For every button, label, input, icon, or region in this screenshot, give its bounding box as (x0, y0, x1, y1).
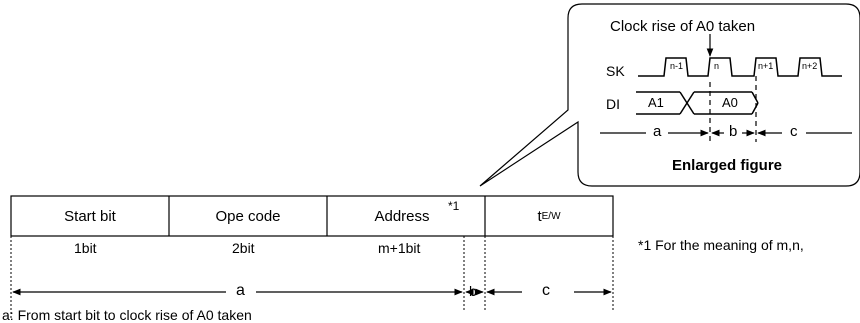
sk-signal-label: SK (606, 63, 625, 79)
field-ope-code-label: Ope code (215, 207, 281, 225)
sk-waveform (638, 57, 842, 77)
field-ope-code: Ope code (169, 196, 327, 236)
bits-start: 1bit (74, 240, 97, 256)
frame-seg-b-label: b (469, 283, 477, 299)
enlarged-callout-frame (479, 3, 860, 187)
pulse-label-n+2: n+2 (802, 61, 818, 71)
bits-address: m+1bit (378, 240, 421, 256)
enlarged-guide-lines (709, 76, 757, 142)
enlarged-seg-c-label: c (790, 123, 798, 140)
pulse-label-n+1: n+1 (758, 61, 774, 71)
enlarged-seg-b-label: b (729, 123, 738, 140)
frame-seg-c-label: c (542, 282, 550, 299)
pulse-label-n: n (714, 61, 720, 71)
pulse-label-n-1: n-1 (670, 61, 684, 71)
clock-rise-label: Clock rise of A0 taken (610, 18, 756, 35)
frame-table (10, 195, 614, 237)
frame-drop-lines (10, 236, 614, 318)
bits-opecode: 2bit (232, 240, 255, 256)
di-a0-label: A0 (722, 95, 738, 110)
legend-a: a: From start bit to clock rise of A0 ta… (2, 307, 252, 323)
di-signal-label: DI (606, 96, 620, 112)
enlarged-seg-a-label: a (653, 123, 662, 140)
field-tew-main: t (537, 207, 542, 225)
enlarged-figure-caption: Enlarged figure (672, 157, 783, 174)
di-waveform (636, 91, 759, 115)
address-footnote-mark: *1 (448, 199, 460, 213)
footnote: *1 For the meaning of m,n, (638, 237, 804, 253)
field-start-bit: Start bit (11, 196, 169, 236)
field-address: Address (327, 196, 477, 236)
di-a1-label: A1 (648, 95, 664, 110)
frame-seg-a-label: a (236, 282, 245, 299)
field-address-label: Address (374, 207, 430, 225)
field-tew-sub: E/W (541, 210, 561, 222)
field-start-bit-label: Start bit (64, 207, 116, 225)
